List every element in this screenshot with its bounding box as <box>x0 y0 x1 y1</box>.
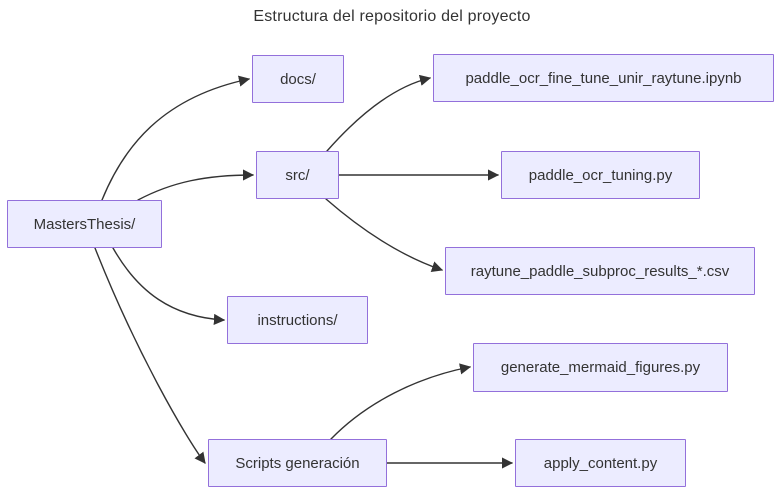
node-masters: MastersThesis/ <box>7 200 162 248</box>
node-tuning: paddle_ocr_tuning.py <box>501 151 700 199</box>
node-instructions: instructions/ <box>227 296 368 344</box>
edge-masters-to-scripts <box>94 247 206 464</box>
node-scripts: Scripts generación <box>208 439 387 487</box>
node-generate: generate_mermaid_figures.py <box>473 343 728 392</box>
edge-masters-to-instructions <box>112 247 226 326</box>
edge-src-to-csv <box>325 198 444 273</box>
node-ipynb: paddle_ocr_fine_tune_unir_raytune.ipynb <box>433 54 774 102</box>
node-csv: raytune_paddle_subproc_results_*.csv <box>445 247 755 295</box>
node-apply: apply_content.py <box>515 439 686 487</box>
edge-masters-to-src <box>137 169 255 201</box>
diagram-title: Estructura del repositorio del proyecto <box>253 8 531 25</box>
edge-src-to-ipynb <box>326 74 432 152</box>
node-docs: docs/ <box>252 55 344 103</box>
node-src: src/ <box>256 151 339 199</box>
edge-masters-to-docs <box>101 75 251 201</box>
edge-scripts-to-generate <box>330 363 472 440</box>
